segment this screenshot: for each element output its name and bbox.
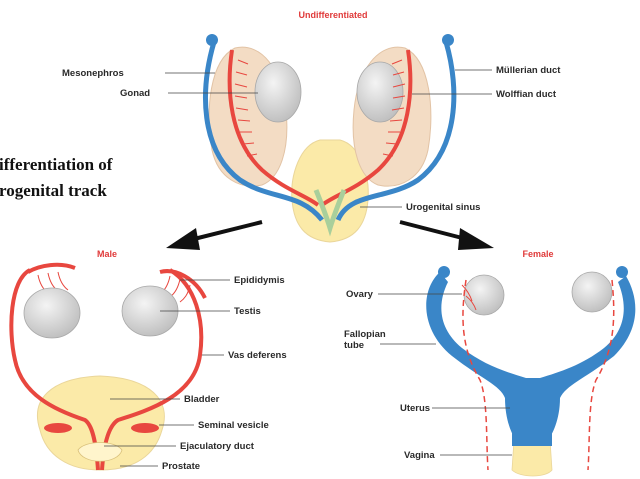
label-ovary: Ovary xyxy=(346,289,374,300)
right-vas-deferens xyxy=(100,268,204,471)
label-wolffian-duct: Wolffian duct xyxy=(496,89,557,100)
left-tubules xyxy=(234,59,258,157)
label-bladder: Bladder xyxy=(184,394,220,405)
heading-undifferentiated: Undifferentiated xyxy=(298,10,367,20)
label-mullerian-duct: Müllerian duct xyxy=(496,65,561,76)
right-mullerian-duct xyxy=(335,41,457,222)
label-fallopian-tube-1: Fallopian xyxy=(344,329,386,340)
right-wolffian-duct xyxy=(320,49,413,207)
label-mesonephros: Mesonephros xyxy=(62,68,124,79)
label-epididymis: Epididymis xyxy=(234,275,285,286)
right-vestigial-duct xyxy=(587,279,615,471)
left-seminal-vesicle xyxy=(44,423,72,433)
main-title-line1: ifferentiation of xyxy=(0,155,113,174)
left-fimbria xyxy=(206,34,218,46)
left-epididymis xyxy=(26,262,76,274)
label-ejaculatory-duct: Ejaculatory duct xyxy=(180,441,255,452)
left-mullerian-duct xyxy=(203,41,324,222)
female-uterine-body xyxy=(426,272,636,440)
prostate-shape xyxy=(77,442,123,462)
arrow-to-female xyxy=(399,220,494,250)
right-epididymis xyxy=(159,269,207,299)
male-structure xyxy=(9,262,207,471)
left-vestigial-duct xyxy=(462,279,489,471)
right-fimbria xyxy=(442,34,454,46)
heading-male: Male xyxy=(97,249,117,259)
right-seminal-vesicle xyxy=(131,423,159,433)
label-gonad: Gonad xyxy=(120,88,150,99)
main-title-line2: rogenital track xyxy=(0,181,107,200)
undifferentiated-structure xyxy=(203,34,457,243)
sinus-junction xyxy=(313,189,347,237)
female-vagina-shape xyxy=(511,439,553,477)
female-structure xyxy=(426,266,636,477)
label-urogenital-sinus: Urogenital sinus xyxy=(406,202,480,213)
right-tubules xyxy=(382,59,406,157)
label-seminal-vesicle: Seminal vesicle xyxy=(198,420,269,431)
label-testis: Testis xyxy=(234,306,261,317)
label-fallopian-tube-2: tube xyxy=(344,340,364,351)
left-gonad xyxy=(254,61,302,123)
label-vas-deferens: Vas deferens xyxy=(228,350,287,361)
label-vagina: Vagina xyxy=(404,450,435,461)
left-wolffian-duct xyxy=(227,49,320,207)
heading-female: Female xyxy=(522,249,553,259)
right-gonad xyxy=(356,61,404,123)
label-uterus: Uterus xyxy=(400,403,430,414)
left-testis xyxy=(23,287,81,339)
female-cervix xyxy=(512,432,552,446)
arrow-to-male xyxy=(166,220,263,250)
male-bladder-shape xyxy=(37,375,165,471)
label-prostate: Prostate xyxy=(162,461,200,472)
right-ovary xyxy=(571,271,613,313)
left-vas-deferens xyxy=(9,268,100,471)
